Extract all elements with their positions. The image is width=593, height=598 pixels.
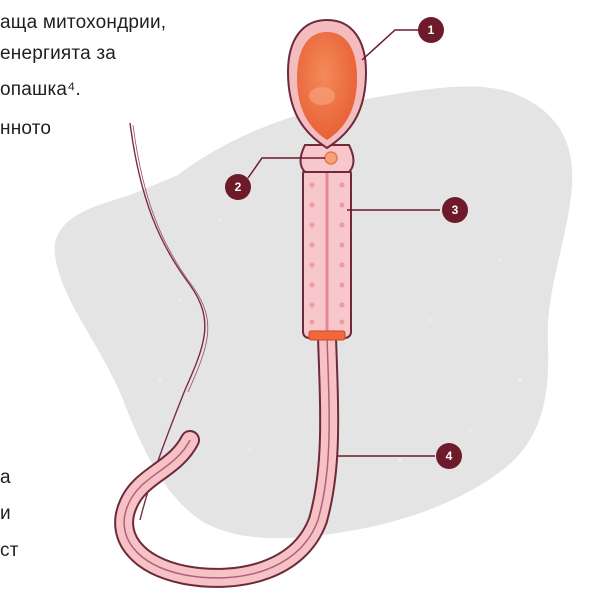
marker-1: 1 <box>418 17 444 43</box>
marker-4: 4 <box>436 443 462 469</box>
leader-line-1 <box>362 30 418 60</box>
svg-text:3: 3 <box>452 203 459 217</box>
svg-text:4: 4 <box>446 449 453 463</box>
marker-3: 3 <box>442 197 468 223</box>
annulus <box>309 331 345 340</box>
centriole <box>325 152 337 164</box>
svg-text:2: 2 <box>235 180 242 194</box>
nucleus-highlight <box>309 87 335 105</box>
marker-2: 2 <box>225 174 251 200</box>
svg-text:1: 1 <box>428 23 435 37</box>
